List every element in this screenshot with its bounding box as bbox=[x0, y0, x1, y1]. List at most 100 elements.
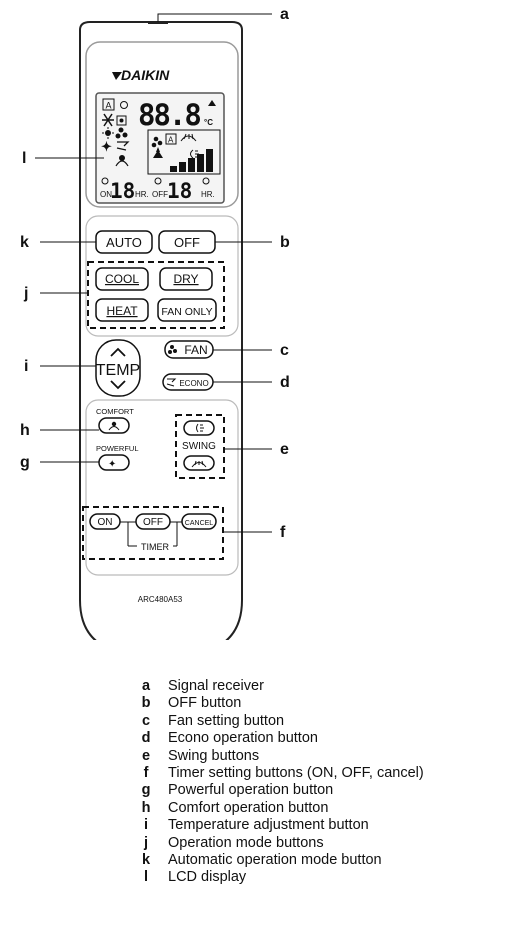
lcd-temp-unit: °C bbox=[204, 118, 213, 127]
fan-only-button[interactable]: FAN ONLY bbox=[157, 298, 217, 322]
svg-text:OFF: OFF bbox=[143, 517, 163, 528]
leader-lines bbox=[35, 13, 272, 533]
callout-d: d bbox=[280, 374, 290, 391]
timer-bracket bbox=[120, 521, 182, 547]
signal-receiver bbox=[148, 22, 168, 24]
model-number: ARC480A53 bbox=[138, 595, 183, 604]
off-button[interactable]: OFF bbox=[158, 230, 216, 254]
swing-horizontal-icon bbox=[191, 460, 207, 468]
svg-text:HR.: HR. bbox=[135, 190, 149, 199]
svg-text:ON: ON bbox=[98, 517, 113, 528]
callout-c: c bbox=[280, 342, 289, 359]
svg-text:18: 18 bbox=[110, 179, 135, 203]
timer-caption: TIMER bbox=[141, 542, 169, 552]
lcd-dry-icon bbox=[116, 115, 127, 126]
callout-a: a bbox=[280, 6, 289, 23]
temp-button[interactable]: TEMP bbox=[95, 339, 141, 397]
svg-text:FAN ONLY: FAN ONLY bbox=[161, 306, 212, 318]
powerful-caption: POWERFUL bbox=[96, 444, 139, 453]
lcd-fan-icon bbox=[151, 136, 163, 148]
svg-text:18: 18 bbox=[167, 179, 192, 203]
svg-text:ECONO: ECONO bbox=[179, 379, 208, 388]
temp-down-icon bbox=[110, 380, 126, 390]
powerful-button[interactable]: ✦ bbox=[98, 454, 130, 471]
svg-text:TEMP: TEMP bbox=[96, 362, 140, 379]
lcd-fan-auto-indicator: A bbox=[165, 133, 177, 145]
powerful-icon: ✦ bbox=[108, 459, 116, 470]
svg-text:A: A bbox=[106, 101, 112, 111]
timer-cancel-button[interactable]: CANCEL bbox=[181, 513, 217, 530]
lcd-cool-icon bbox=[102, 113, 114, 127]
cool-button[interactable]: COOL bbox=[95, 267, 149, 291]
lcd-timer-off: OFF 18 HR. bbox=[152, 177, 215, 203]
lcd-quiet-icon bbox=[153, 147, 163, 158]
lcd-powerful-icon: ✦ bbox=[101, 139, 112, 154]
fan-icon bbox=[168, 345, 177, 354]
svg-text:AUTO: AUTO bbox=[106, 235, 142, 250]
lcd-timer-on: ON 18 HR. bbox=[100, 177, 149, 203]
svg-text:OFF: OFF bbox=[174, 235, 200, 250]
svg-text:DRY: DRY bbox=[173, 272, 198, 286]
econo-icon bbox=[166, 378, 177, 387]
svg-text:✦: ✦ bbox=[101, 139, 112, 154]
comfort-button[interactable] bbox=[98, 417, 130, 434]
dry-button[interactable]: DRY bbox=[159, 267, 213, 291]
heat-button[interactable]: HEAT bbox=[95, 298, 149, 322]
lcd-fan-level-bars bbox=[170, 149, 213, 172]
fan-button[interactable]: FAN bbox=[164, 340, 214, 359]
lcd-fan-mode-icon bbox=[115, 127, 128, 139]
svg-text:ON: ON bbox=[100, 190, 112, 199]
svg-text:HR.: HR. bbox=[201, 190, 215, 199]
callout-j: j bbox=[23, 285, 28, 302]
mode-buttons-group bbox=[87, 261, 225, 329]
brand-logo: DAIKIN bbox=[112, 67, 170, 83]
svg-text:COOL: COOL bbox=[105, 272, 139, 286]
svg-text:DAIKIN: DAIKIN bbox=[121, 67, 170, 83]
callout-k: k bbox=[20, 234, 29, 251]
timer-group bbox=[82, 506, 224, 560]
svg-text:CANCEL: CANCEL bbox=[185, 520, 214, 527]
timer-off-button[interactable]: OFF bbox=[135, 513, 171, 530]
svg-text:OFF: OFF bbox=[152, 190, 168, 199]
callout-i: i bbox=[24, 358, 28, 375]
lcd-auto-indicator: A bbox=[102, 98, 115, 111]
callout-b: b bbox=[280, 234, 290, 251]
timer-on-button[interactable]: ON bbox=[89, 513, 121, 530]
econo-button[interactable]: ECONO bbox=[162, 373, 214, 391]
auto-button[interactable]: AUTO bbox=[95, 230, 153, 254]
lcd-econo-icon bbox=[116, 141, 130, 151]
lcd-temperature: 88.8 bbox=[138, 98, 200, 132]
svg-text:HEAT: HEAT bbox=[106, 304, 138, 318]
lcd-up-arrow-icon bbox=[208, 100, 216, 106]
svg-text:FAN: FAN bbox=[184, 343, 207, 357]
lower-panel bbox=[85, 399, 239, 576]
swing-vertical-button[interactable] bbox=[183, 420, 215, 436]
swing-vertical-icon bbox=[196, 423, 204, 433]
lcd-fan-block bbox=[147, 129, 221, 175]
temp-up-icon bbox=[110, 347, 126, 357]
lcd-comfort-icon bbox=[115, 155, 129, 167]
lcd-screen bbox=[95, 92, 225, 204]
swing-caption: SWING bbox=[182, 441, 216, 452]
lcd-heat-icon bbox=[102, 127, 114, 139]
svg-text:A: A bbox=[168, 136, 174, 145]
callout-h: h bbox=[20, 422, 30, 439]
mode-panel bbox=[85, 215, 239, 337]
remote-diagram: DAIKIN A ✦ 88.8 °C bbox=[20, 6, 290, 640]
lcd-signal-icon bbox=[120, 101, 128, 109]
swing-horizontal-button[interactable] bbox=[183, 455, 215, 471]
comfort-icon bbox=[108, 421, 120, 431]
